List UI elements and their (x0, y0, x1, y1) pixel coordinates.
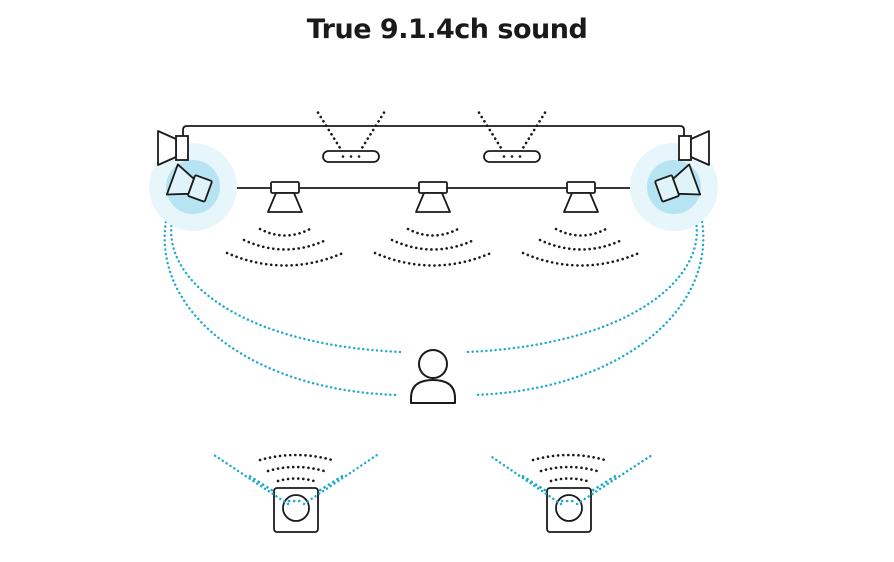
rear-speaker-accent-lines (212, 453, 654, 506)
front-driver-icon (415, 181, 451, 213)
soundbar-icon (182, 125, 685, 189)
front-driver-right (521, 181, 641, 267)
front-driver-center (373, 181, 493, 267)
side-speaker-icon (678, 130, 710, 166)
sound-wave-icon (225, 227, 345, 267)
rear-speaker-left (246, 453, 346, 534)
front-driver-icon (563, 181, 599, 213)
rear-speaker-icon (246, 453, 346, 534)
angled-speaker-icon (654, 163, 702, 203)
rear-speaker-icon (519, 453, 619, 534)
listener-icon (410, 349, 456, 404)
side-speaker-icon (157, 130, 189, 166)
sound-wave-icon (521, 227, 641, 267)
up-firing-speaker-icon (315, 109, 387, 164)
up-firing-speaker-icon (476, 109, 548, 164)
right-side-speakers (630, 130, 718, 231)
front-driver-icon (267, 181, 303, 213)
rear-speaker-right (519, 453, 619, 534)
left-side-speakers (149, 130, 237, 231)
angled-speaker-icon (165, 163, 213, 203)
front-driver-left (225, 181, 345, 267)
sound-wave-icon (373, 227, 493, 267)
diagram-title: True 9.1.4ch sound (306, 14, 588, 45)
listener-connection-lines (163, 202, 705, 397)
